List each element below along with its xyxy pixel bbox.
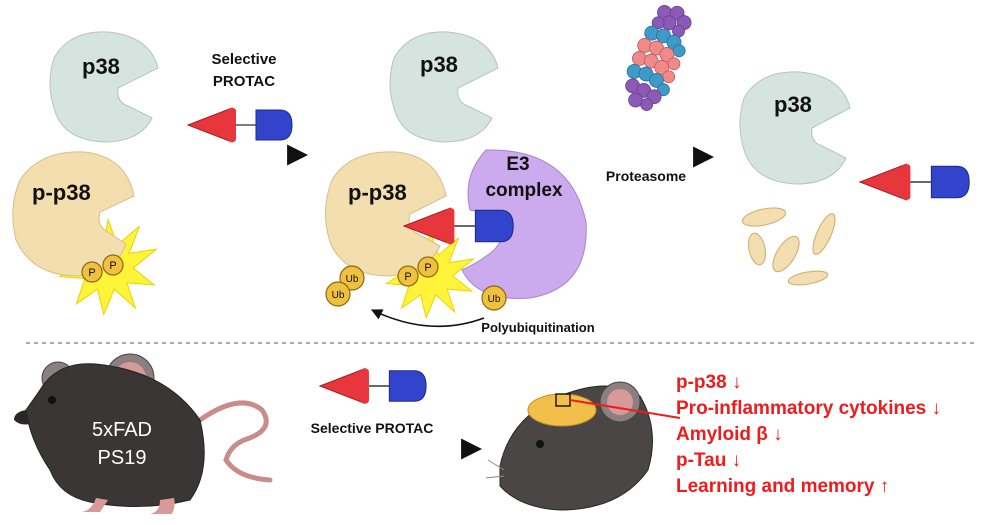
- mouse-strain-line2: PS19: [98, 447, 147, 469]
- p38-protein: [49, 31, 159, 143]
- outcomes-list: p-p38 ↓ Pro-inflammatory cytokines ↓ Amy…: [676, 372, 941, 497]
- p-p38-protein: [324, 151, 447, 277]
- p-p38-protein: [12, 151, 135, 277]
- polyubiquitination-label: Polyubiquitination: [481, 320, 594, 335]
- ubiquitin: Ub: [339, 265, 365, 291]
- outcome-item: Pro-inflammatory cytokines ↓: [676, 398, 941, 419]
- ubiquitin: Ub: [481, 285, 507, 311]
- mouse-strain-line1: 5xFAD: [92, 419, 152, 441]
- protac-molecule: [187, 107, 293, 143]
- protac-molecule: [859, 163, 971, 201]
- protac-treatment-label: Selective PROTAC: [311, 420, 434, 436]
- svg-text:P: P: [404, 271, 411, 283]
- proteasome-label: Proteasome: [606, 168, 686, 184]
- polyubiquitination-arrow: [370, 309, 485, 328]
- outcome-item: Amyloid β ↓: [676, 424, 783, 445]
- svg-text:P: P: [88, 267, 95, 279]
- ubiquitin: Ub: [325, 281, 351, 307]
- p-p38-label: p-p38: [32, 180, 91, 205]
- phosphate-group: P: [417, 256, 439, 278]
- e3-label-line1: E3: [506, 154, 529, 175]
- protac-title-line2: PROTAC: [213, 73, 275, 90]
- p38-protein: [739, 71, 851, 185]
- svg-text:Ub: Ub: [332, 290, 345, 301]
- p-p38-label: p-p38: [348, 180, 407, 205]
- e3-label-line2: complex: [485, 180, 563, 201]
- protac-title-line1: Selective: [211, 51, 276, 68]
- outcome-item: Learning and memory ↑: [676, 476, 889, 497]
- svg-text:P: P: [424, 262, 431, 274]
- phosphate-group: P: [81, 261, 103, 283]
- mouse-model: [14, 353, 273, 514]
- mouse-head-brain: [485, 381, 653, 511]
- p38-label: p38: [82, 54, 120, 79]
- brain-pointer: [569, 399, 681, 419]
- p38-label: p38: [420, 52, 458, 77]
- outcome-item: p-p38 ↓: [676, 372, 741, 393]
- p38-protein: [389, 31, 499, 143]
- degraded-fragments: [741, 207, 836, 286]
- p38-label: p38: [774, 92, 812, 117]
- outcome-item: p-Tau ↓: [676, 450, 741, 471]
- proteasome: [625, 5, 692, 111]
- phosphate-group: P: [397, 265, 419, 287]
- phosphate-group: P: [102, 254, 124, 276]
- svg-text:P: P: [109, 260, 116, 272]
- svg-text:Ub: Ub: [346, 274, 359, 285]
- svg-text:Ub: Ub: [488, 294, 501, 305]
- protac-molecule: [319, 367, 427, 405]
